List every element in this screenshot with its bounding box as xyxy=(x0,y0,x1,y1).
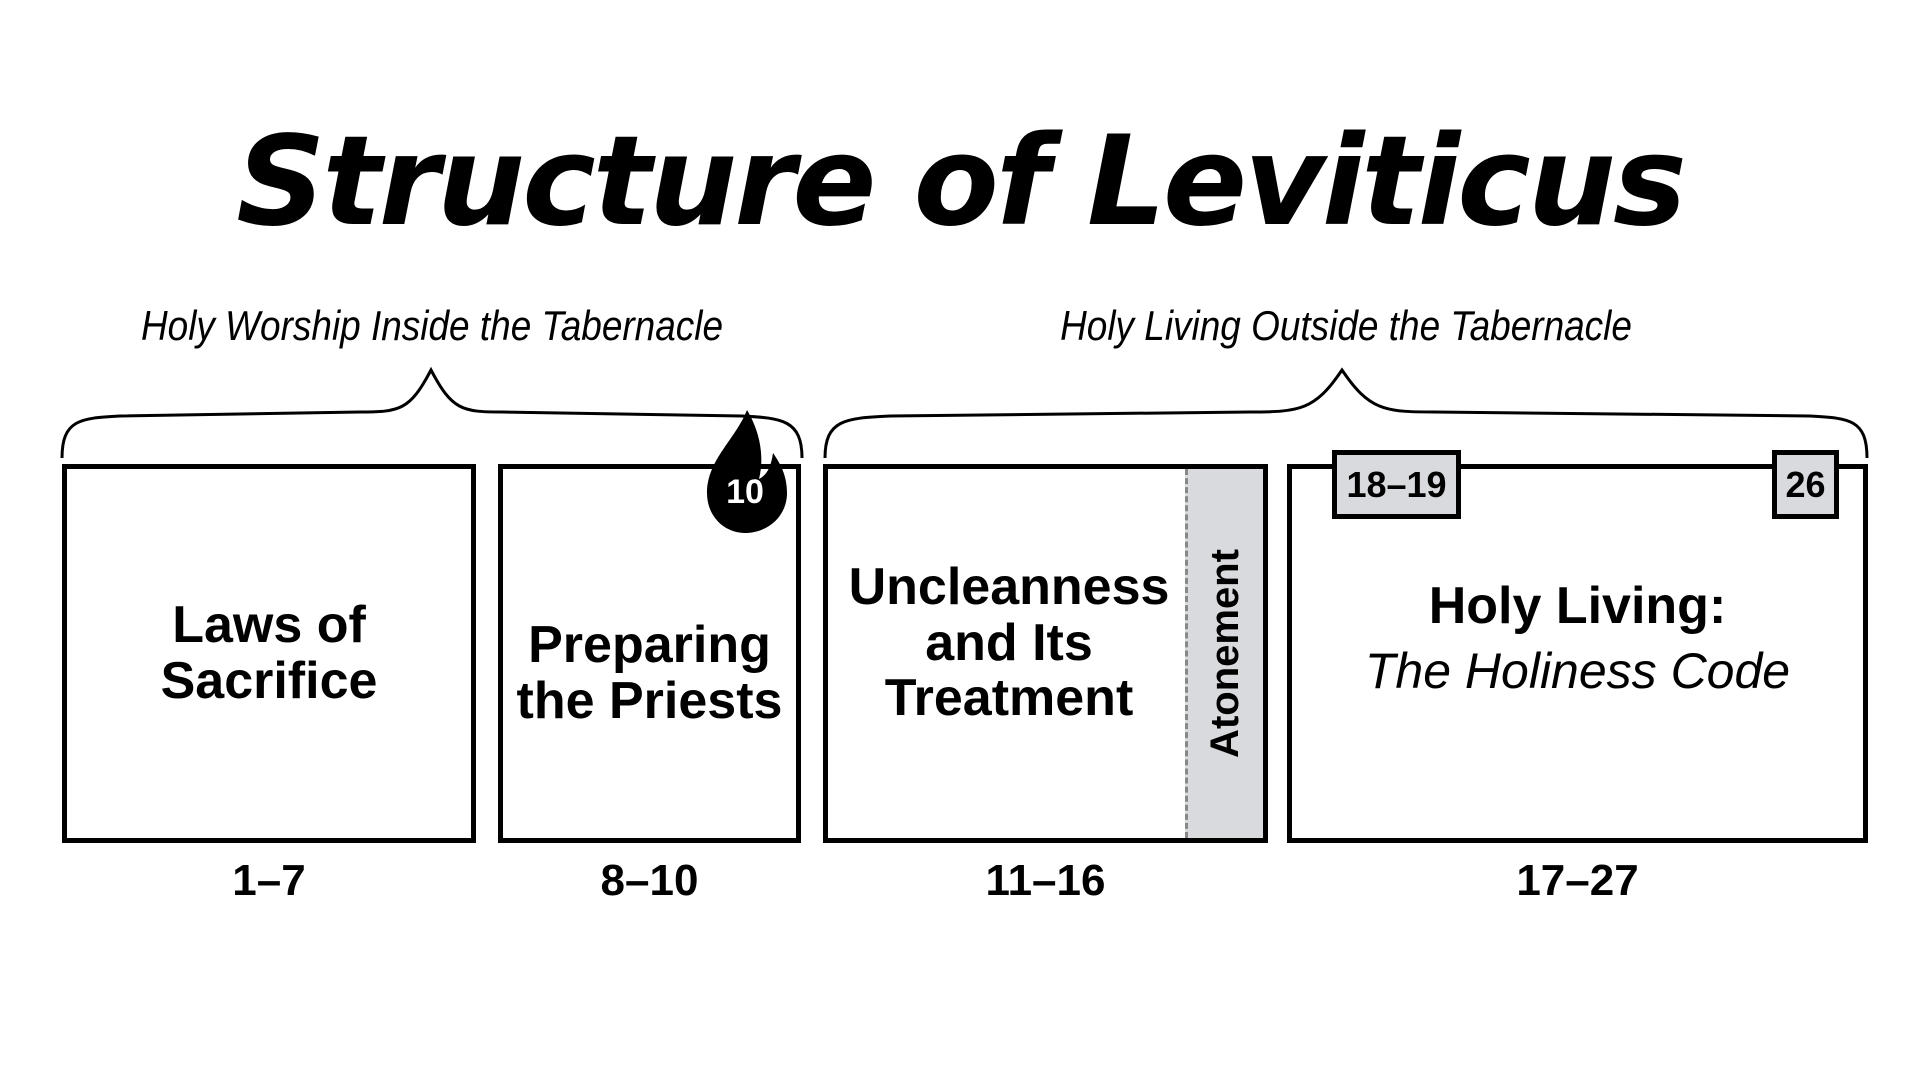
box-holy-living: Holy Living: The Holiness Code xyxy=(1287,464,1868,843)
flame-icon xyxy=(707,410,787,533)
brace-living xyxy=(823,367,1869,459)
atonement-label: Atonement xyxy=(1203,549,1248,758)
section-label-worship: Holy Worship Inside the Tabernacle xyxy=(140,302,724,349)
box-title-line: Holy Living: xyxy=(1428,576,1727,635)
chapter-range: 17–27 xyxy=(1516,856,1639,905)
flame-badge: 10 xyxy=(695,405,795,535)
box-subtitle: The Holiness Code xyxy=(1364,642,1791,699)
atonement-strip: Atonement xyxy=(1185,469,1263,838)
brace-worship xyxy=(60,366,804,459)
box-title-line: Uncleanness xyxy=(848,558,1170,617)
chapter-tab-18-19: 18–19 xyxy=(1332,450,1461,519)
chapter-range: 11–16 xyxy=(985,856,1106,905)
box-title-line: Preparing xyxy=(528,615,771,674)
box-title-line: and Its xyxy=(925,613,1093,672)
flame-badge-number: 10 xyxy=(726,473,764,511)
chapter-tab-26: 26 xyxy=(1772,450,1839,519)
chapter-range: 1–7 xyxy=(232,856,306,905)
chapter-range: 8–10 xyxy=(600,856,699,905)
box-title-line: Treatment xyxy=(884,669,1134,728)
page-title: Structure of Leviticus xyxy=(236,110,1687,254)
box-title-line: Sacrifice xyxy=(160,651,378,710)
box-title-line: the Priests xyxy=(516,671,783,730)
section-label-living: Holy Living Outside the Tabernacle xyxy=(1060,302,1632,349)
box-title-line: Laws of xyxy=(172,595,366,654)
